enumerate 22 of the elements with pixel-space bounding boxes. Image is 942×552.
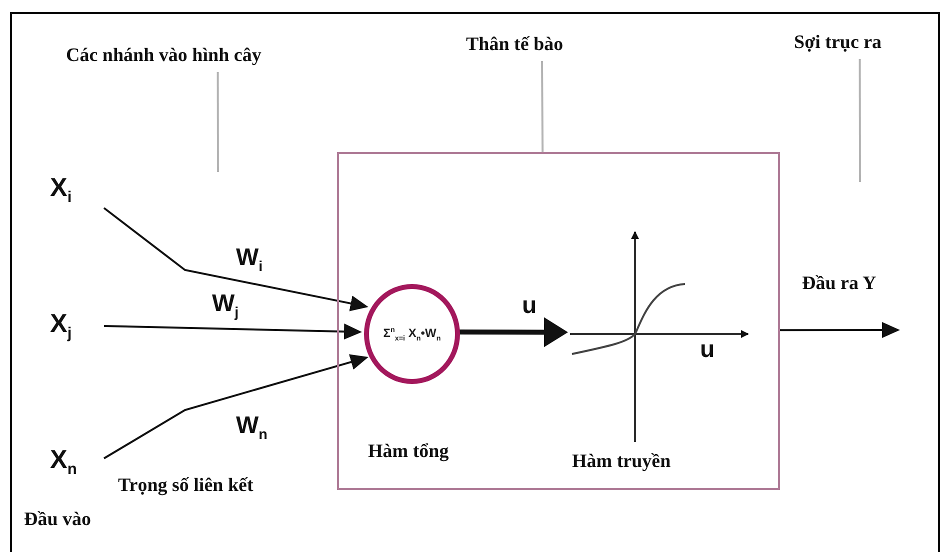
function-caption: Hàm truyền	[572, 450, 671, 474]
arrow	[103, 207, 368, 312]
arrow	[780, 322, 900, 338]
arrow	[103, 354, 368, 460]
input-symbol: X$_{n}$	[50, 444, 77, 480]
axis-label: u	[700, 336, 715, 365]
part-heading: Thân tế bào	[466, 33, 564, 58]
leader-line	[858, 59, 861, 182]
input-symbol: X$_{j}$	[50, 308, 72, 344]
summation-circle: Σ$^{n}$$_{x=i}$ X$_{n}$•W$_{n}$	[364, 284, 460, 384]
part-heading: Các nhánh vào hình cây	[66, 44, 262, 69]
arrow	[104, 324, 362, 340]
input-symbol: X$_{i}$	[50, 172, 72, 208]
output-label: Đầu ra Y	[802, 272, 876, 296]
function-caption: Hàm tổng	[368, 440, 449, 464]
part-heading: Sợi trục ra	[794, 31, 882, 56]
note-text: Đầu vào	[24, 508, 92, 532]
leader-line	[541, 61, 544, 152]
note-text: Trọng số liên kết	[118, 474, 254, 498]
cell-body-box	[337, 152, 780, 490]
arrow	[458, 317, 568, 348]
leader-line	[216, 72, 219, 172]
